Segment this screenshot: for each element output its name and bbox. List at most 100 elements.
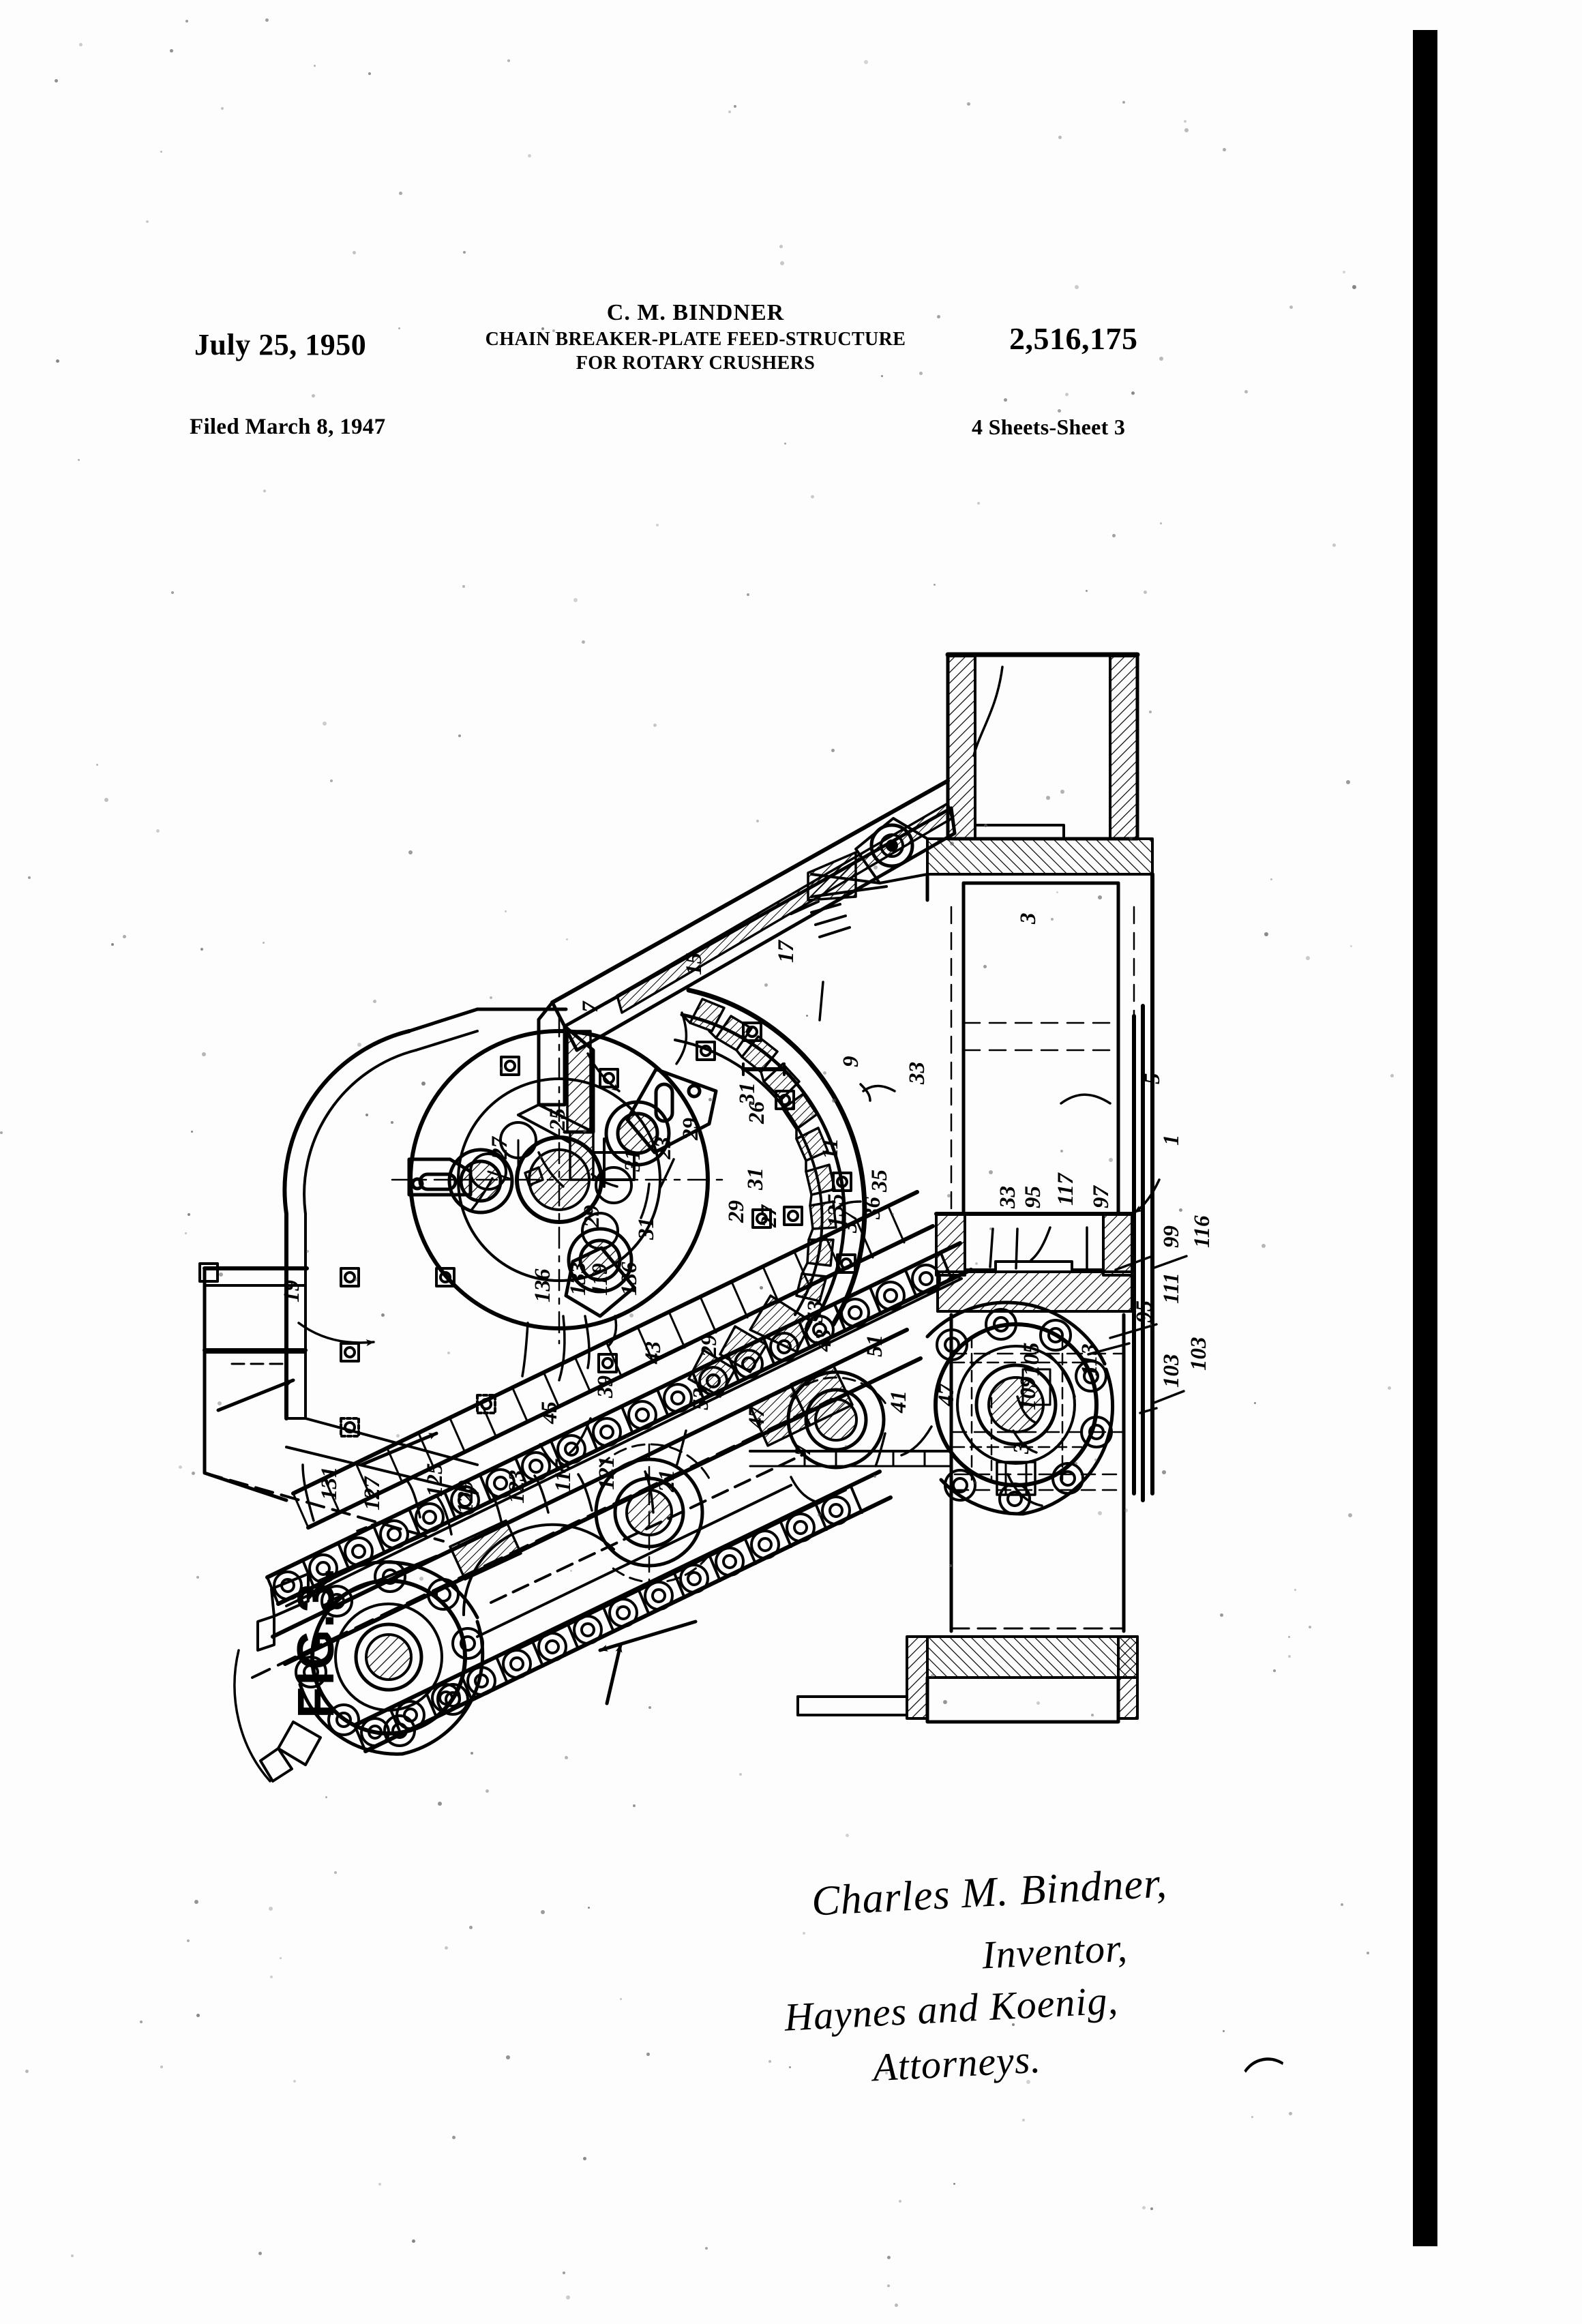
scan-speckle bbox=[620, 1998, 622, 2000]
scan-speckle bbox=[194, 1900, 198, 1904]
scan-speckle bbox=[895, 2304, 898, 2307]
reference-numeral-103: 103 bbox=[1186, 1337, 1211, 1371]
scan-speckle bbox=[1004, 398, 1007, 402]
scan-speckle bbox=[1184, 120, 1186, 123]
scan-speckle bbox=[983, 965, 987, 968]
scan-speckle bbox=[160, 2066, 163, 2068]
scan-speckle bbox=[1294, 1589, 1296, 1591]
reference-numeral-23: 23 bbox=[651, 1137, 676, 1159]
scan-speckle bbox=[1288, 1655, 1291, 1658]
reference-numeral-31: 31 bbox=[634, 1217, 659, 1240]
scan-speckle bbox=[1309, 1626, 1311, 1628]
scan-speckle bbox=[656, 524, 659, 526]
scan-speckle bbox=[1251, 2116, 1253, 2118]
scan-speckle bbox=[1129, 837, 1133, 840]
scan-speckle bbox=[943, 1700, 947, 1704]
scan-speckle bbox=[365, 1114, 368, 1116]
scan-speckle bbox=[541, 1910, 545, 1914]
scan-speckle bbox=[887, 2256, 891, 2259]
scan-speckle bbox=[648, 1510, 652, 1513]
scan-speckle bbox=[989, 1170, 993, 1174]
reference-numeral-136: 136 bbox=[617, 1262, 642, 1296]
scan-speckle bbox=[768, 2060, 771, 2063]
scan-speckle bbox=[1094, 1459, 1097, 1461]
scan-speckle bbox=[989, 1227, 992, 1230]
scan-speckle bbox=[1012, 2023, 1015, 2026]
reference-numeral-116: 116 bbox=[1190, 1215, 1214, 1248]
scan-speckle bbox=[1026, 2080, 1030, 2084]
reference-numeral-95: 95 bbox=[1021, 1186, 1045, 1208]
scan-speckle bbox=[506, 2055, 510, 2059]
scan-speckle bbox=[1270, 878, 1272, 880]
scan-speckle bbox=[974, 1481, 977, 1485]
scan-speckle bbox=[1124, 1508, 1128, 1513]
reference-numeral-105: 105 bbox=[1019, 1342, 1044, 1377]
scan-speckle bbox=[641, 331, 644, 333]
reference-numeral-37: 37 bbox=[837, 1210, 862, 1233]
reference-numeral-36: 36 bbox=[861, 1197, 885, 1219]
reference-numeral-121: 121 bbox=[595, 1456, 619, 1491]
scan-speckle bbox=[490, 996, 492, 999]
scan-speckle bbox=[831, 749, 835, 752]
reference-numeral-119: 119 bbox=[588, 1263, 612, 1296]
scan-speckle bbox=[953, 2183, 955, 2185]
reference-numeral-9: 9 bbox=[839, 1056, 863, 1068]
reference-numeral-25: 25 bbox=[546, 1108, 570, 1131]
scan-speckle bbox=[140, 2021, 143, 2023]
scan-speckle bbox=[219, 1272, 223, 1277]
reference-numeral-113: 113 bbox=[1077, 1343, 1102, 1376]
scan-speckle bbox=[1075, 1462, 1077, 1465]
scan-speckle bbox=[462, 585, 465, 588]
scan-speckle bbox=[263, 490, 266, 492]
scan-speckle bbox=[263, 942, 265, 944]
scan-speckle bbox=[705, 2247, 708, 2250]
attorneys-names: Haynes and Koenig, bbox=[783, 1978, 1120, 2040]
scan-speckle bbox=[438, 1802, 442, 1806]
reference-numeral-136: 136 bbox=[531, 1268, 555, 1303]
scan-speckle bbox=[396, 1434, 400, 1437]
scan-speckle bbox=[1160, 522, 1162, 524]
scan-speckle bbox=[892, 1213, 894, 1215]
scan-speckle bbox=[815, 899, 818, 902]
reference-numeral-41: 41 bbox=[886, 1390, 911, 1413]
scan-speckle bbox=[1098, 895, 1102, 899]
scan-speckle bbox=[1262, 1244, 1266, 1248]
scan-speckle bbox=[949, 1564, 952, 1567]
scan-speckle bbox=[563, 2271, 565, 2274]
reference-numeral-7: 7 bbox=[578, 1001, 603, 1013]
scan-speckle bbox=[583, 1129, 586, 1133]
scan-speckle bbox=[1162, 1470, 1166, 1474]
scan-speckle bbox=[784, 443, 786, 445]
scan-speckle bbox=[1098, 1511, 1102, 1515]
scan-speckle bbox=[258, 2252, 262, 2255]
scan-speckle bbox=[648, 1706, 651, 1709]
reference-numeral-53: 53 bbox=[803, 1300, 828, 1323]
patent-number: 2,516,175 bbox=[1009, 321, 1138, 356]
scan-speckle bbox=[1056, 891, 1058, 893]
scan-speckle bbox=[967, 102, 970, 106]
scan-speckle bbox=[200, 948, 203, 951]
scan-speckle bbox=[984, 824, 987, 827]
scan-speckle bbox=[583, 2157, 586, 2160]
crusher-assembly-drawing bbox=[198, 652, 1188, 1783]
scan-speckle bbox=[160, 151, 162, 153]
patent-title-line-1: CHAIN BREAKER-PLATE FEED-STRUCTURE bbox=[485, 329, 906, 350]
scan-speckle bbox=[864, 60, 868, 64]
scan-speckle bbox=[55, 79, 58, 83]
reference-numeral-45: 45 bbox=[537, 1401, 562, 1424]
scan-speckle bbox=[1288, 1636, 1290, 1638]
scan-speckle bbox=[391, 1121, 393, 1124]
scan-speckle bbox=[881, 375, 883, 377]
reference-numeral-129: 129 bbox=[453, 1480, 478, 1515]
scan-speckle bbox=[566, 2295, 570, 2299]
reference-numeral-5: 5 bbox=[1140, 1073, 1165, 1085]
inventor-name: C. M. BINDNER bbox=[606, 300, 785, 325]
scan-speckle bbox=[270, 1976, 273, 1978]
scan-speckle bbox=[1348, 1513, 1352, 1517]
scan-speckle bbox=[445, 1946, 448, 1950]
reference-numeral-1: 1 bbox=[1159, 1134, 1184, 1146]
scan-speckle bbox=[1051, 918, 1054, 921]
scan-speckle bbox=[412, 2239, 415, 2243]
scan-speckle bbox=[1060, 1150, 1063, 1152]
scan-speckle bbox=[528, 154, 531, 158]
